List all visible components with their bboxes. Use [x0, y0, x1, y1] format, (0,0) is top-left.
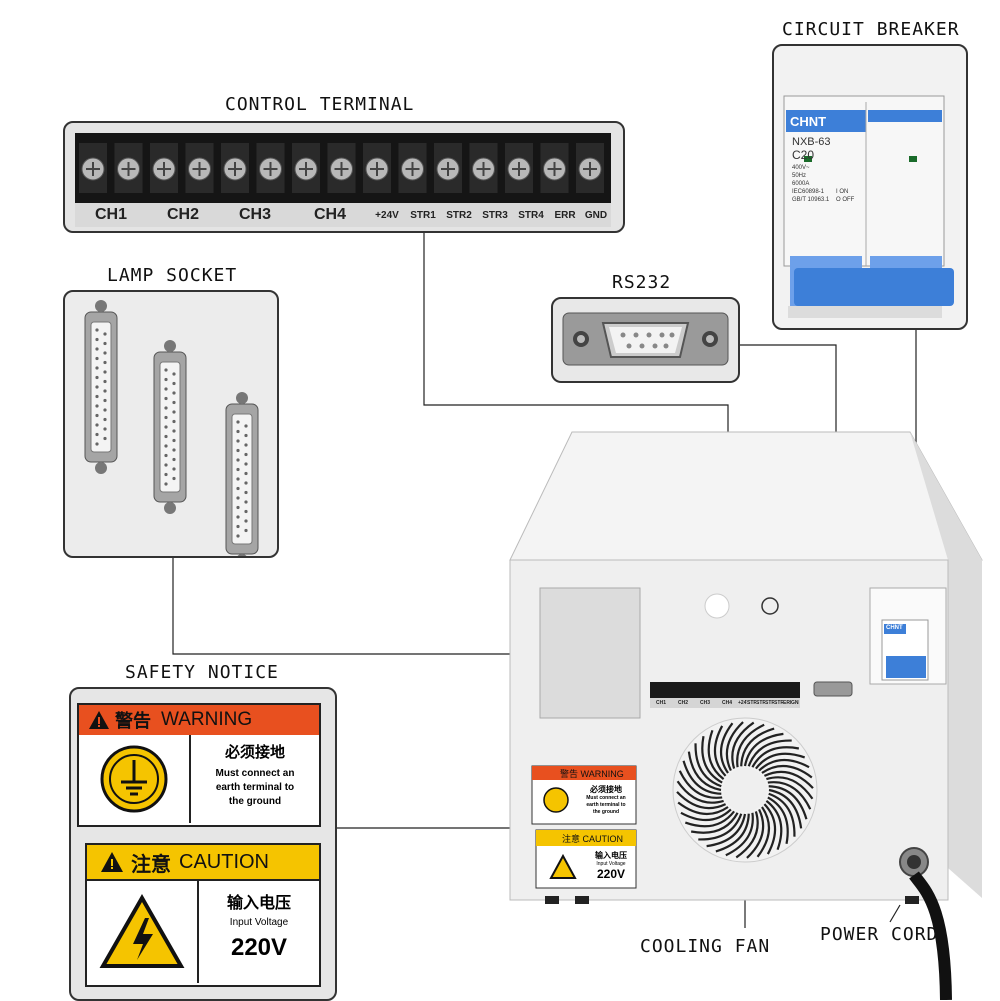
- lamp-socket-label: LAMP SOCKET: [107, 265, 238, 286]
- pin-gnd-label: GND: [584, 209, 608, 221]
- db25-connectors-image: [84, 300, 259, 556]
- machine-ch3: CH3: [699, 700, 710, 706]
- breaker-spec-gb: GB/T 10963.1: [792, 197, 830, 203]
- caution-header-en: CAUTION: [179, 850, 269, 873]
- ch2-label: CH2: [166, 206, 199, 223]
- machine-ch4: CH4: [721, 700, 732, 706]
- caution-subtitle: Input Voltage: [229, 917, 289, 928]
- warning-line2: earth terminal to: [215, 782, 295, 793]
- pin-err-label: ERR: [554, 209, 576, 221]
- machine-caution-cn: 注意: [562, 834, 581, 844]
- machine-breaker-brand: CHNT: [886, 625, 903, 631]
- machine-warning-cn: 警告: [560, 769, 579, 779]
- machine-warning-line1: Must connect an: [586, 795, 626, 801]
- machine-24v: +24V: [738, 700, 747, 706]
- machine-gnd: GND: [791, 700, 799, 706]
- machine-str4: STR4: [774, 700, 783, 706]
- ch4-label: CH4: [313, 206, 346, 223]
- rs232-label: RS232: [612, 272, 672, 293]
- machine-warning-line3: the ground: [592, 809, 620, 815]
- machine-warning-body: 必须接地 Must connect an earth terminal to t…: [578, 785, 634, 816]
- machine-caution-body: 输入电压 Input Voltage 220V: [588, 850, 634, 881]
- pin-str1-label: STR1: [410, 209, 436, 221]
- machine-str1: STR1: [747, 700, 756, 706]
- machine-warning-title: 必须接地: [590, 785, 622, 794]
- machine-caution-title: 输入电压: [595, 851, 627, 860]
- ch1-label: CH1: [94, 206, 127, 223]
- machine-warning-en: WARNING: [580, 769, 624, 779]
- breaker-off-label: O OFF: [836, 197, 855, 203]
- machine-ch1: CH1: [655, 700, 666, 706]
- high-voltage-icon: [99, 894, 185, 968]
- warning-label: 警告 WARNING 必须接地 Must connect an earth te…: [77, 703, 321, 827]
- breaker-spec-iec: IEC60898-1: [792, 189, 825, 195]
- control-terminal-label: CONTROL TERMINAL: [225, 94, 415, 115]
- rs232-callout: [551, 297, 740, 383]
- terminal-block-image: [75, 133, 611, 227]
- control-terminal-callout: CH1 CH2 CH3 CH4 +24V STR1 STR2 STR3 STR4…: [63, 121, 625, 233]
- power-cord-label: POWER CORD: [820, 924, 939, 945]
- breaker-image: [783, 95, 954, 318]
- breaker-spec-capacity: 6000A: [792, 181, 810, 187]
- warning-line3: the ground: [228, 796, 282, 807]
- pin-str2-label: STR2: [446, 209, 472, 221]
- warning-triangle-icon: [89, 711, 109, 729]
- circuit-breaker-callout: CHNT NXB-63 C20 400V~ 50Hz 6000A IEC6089…: [772, 44, 968, 330]
- warning-header-cn: 警告: [115, 711, 151, 731]
- machine-warning-header: 警告 WARNING: [560, 767, 624, 780]
- caution-label: 注意 CAUTION 输入电压 Input Voltage 220V: [85, 843, 321, 987]
- warning-title-cn: 必须接地: [224, 744, 285, 761]
- caution-title-cn: 输入电压: [226, 895, 291, 912]
- ground-symbol-icon: [100, 745, 168, 813]
- machine-caution-en: CAUTION: [582, 834, 624, 844]
- caution-triangle-icon: [101, 852, 123, 872]
- safety-notice-label: SAFETY NOTICE: [125, 662, 279, 683]
- breaker-spec-voltage: 400V~: [792, 165, 810, 171]
- warning-header-en: WARNING: [161, 709, 253, 730]
- circuit-breaker-label: CIRCUIT BREAKER: [782, 19, 960, 40]
- lamp-socket-callout: [63, 290, 279, 558]
- warning-line1: Must connect an: [215, 768, 295, 779]
- machine-caution-subtitle: Input Voltage: [596, 861, 626, 867]
- machine-warning-line2: earth terminal to: [586, 802, 626, 808]
- breaker-brand: CHNT: [790, 114, 827, 129]
- cooling-fan-label: COOLING FAN: [640, 936, 771, 957]
- safety-notice-callout: 警告 WARNING 必须接地 Must connect an earth te…: [69, 687, 337, 1001]
- breaker-spec-frequency: 50Hz: [792, 173, 807, 179]
- pin-24v-label: +24V: [375, 209, 399, 221]
- machine-str2: STR2: [756, 700, 765, 706]
- caution-header-cn: 注意: [131, 853, 171, 876]
- breaker-rating: C20: [792, 148, 815, 162]
- pin-str3-label: STR3: [482, 209, 508, 221]
- breaker-model: NXB-63: [792, 136, 831, 148]
- breaker-on-label: I ON: [836, 189, 849, 195]
- ch3-label: CH3: [238, 206, 271, 223]
- machine-caution-voltage: 220V: [596, 867, 626, 881]
- caution-voltage: 220V: [230, 934, 288, 961]
- machine-str3: STR3: [765, 700, 774, 706]
- machine-ch2: CH2: [677, 700, 688, 706]
- db9-connector-image: [562, 312, 729, 366]
- machine-err: ERR: [783, 700, 791, 706]
- machine-terminal-labels: CH1 CH2 CH3 CH4 +24V STR1 STR2 STR3 STR4…: [650, 698, 800, 708]
- pin-str4-label: STR4: [518, 209, 544, 221]
- machine-caution-header: 注意 CAUTION: [562, 832, 623, 845]
